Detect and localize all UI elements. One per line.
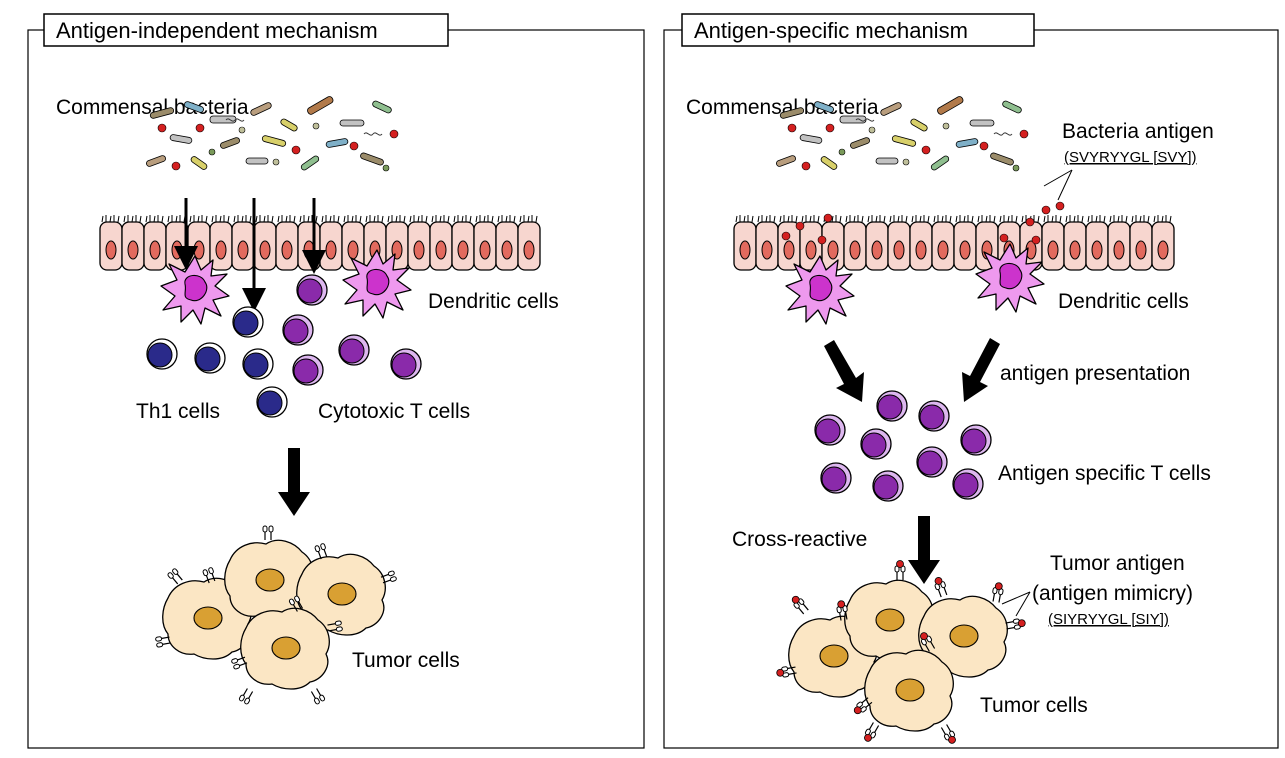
tumor-antigen-sequence: (SIYRYYGL [SIY]) [1048,611,1169,628]
left-cytotoxic-label: Cytotoxic T cells [318,400,470,423]
left-dendritic-label: Dendritic cells [428,290,559,313]
left-panel-frame [27,29,645,749]
right-title: Antigen-specific mechanism [694,18,968,43]
left-th1-label: Th1 cells [136,400,220,423]
tumor-antigen-label: Tumor antigen [1050,552,1185,575]
right-panel: Antigen-specific mechanism Commensal bac… [663,13,1279,749]
left-title-box [43,13,449,47]
bacteria-antigen-label: Bacteria antigen [1062,120,1214,143]
right-translocating-antigens [781,201,1065,245]
right-arrow-right [962,338,1000,402]
bacteria-antigen-sequence: (SVYRYYGL [SVY]) [1064,149,1197,166]
antigen-mimicry-label: (antigen mimicry) [1032,582,1193,605]
tumor-antigen-pointer [1001,591,1031,617]
right-tumor-label: Tumor cells [980,694,1088,717]
antigen-specific-tcells-label: Antigen specific T cells [998,462,1211,485]
right-bacteria-label: Commensal bacteria [686,96,879,119]
left-tumor-label: Tumor cells [352,649,460,672]
left-panel: Antigen-independent mechanism Commensal … [27,13,645,749]
right-title-box [681,13,1035,47]
bacteria-antigen-pointer [1043,169,1073,201]
right-main-arrow [908,516,940,584]
right-dendritic-label: Dendritic cells [1058,290,1189,313]
right-arrow-left [824,340,864,402]
left-bacteria-label: Commensal bacteria [56,96,249,119]
left-main-arrow [278,448,310,516]
left-title: Antigen-independent mechanism [56,18,378,43]
left-translocation-arrows [174,198,326,312]
antigen-presentation-label: antigen presentation [1000,362,1190,385]
cross-reactive-label: Cross-reactive [732,528,867,551]
